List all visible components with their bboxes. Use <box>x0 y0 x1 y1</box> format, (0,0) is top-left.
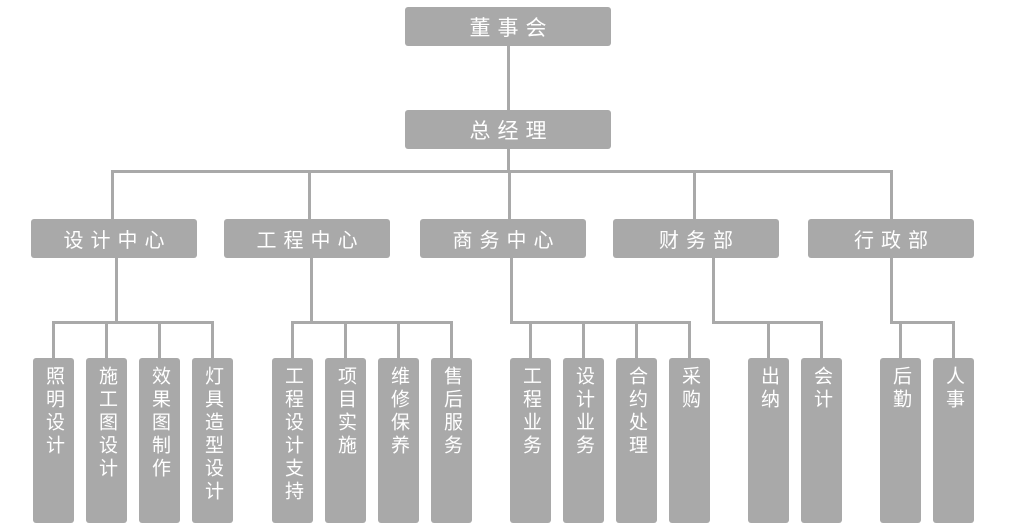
connector-root-gm <box>506 46 510 110</box>
connector-drop-admin-dept <box>889 170 893 219</box>
node-engineering-center: 工程中心 <box>224 219 390 258</box>
connector-drop-business-center <box>507 170 511 219</box>
node-project-implementation: 项目实施 <box>325 358 366 523</box>
connector-drop-child <box>688 321 691 358</box>
node-procurement: 采购 <box>669 358 710 523</box>
connector-rail-admin-children <box>889 321 955 324</box>
node-board-of-directors: 董事会 <box>405 7 611 46</box>
connector-gm-rail <box>506 149 510 170</box>
connector-drop-child <box>105 321 108 358</box>
connector-drop-child <box>344 321 347 358</box>
connector-drop-child <box>952 321 955 358</box>
connector-drop-child <box>582 321 585 358</box>
connector-drop-child <box>450 321 453 358</box>
node-construction-drawing-design: 施工图设计 <box>86 358 127 523</box>
connector-drop-child <box>291 321 294 358</box>
connector-drop-child <box>211 321 214 358</box>
connector-rail-business-children <box>509 321 691 324</box>
connector-engineering-center-rail <box>309 258 313 324</box>
node-admin-dept: 行政部 <box>808 219 974 258</box>
node-finance-dept: 财务部 <box>613 219 779 258</box>
connector-drop-child <box>899 321 902 358</box>
connector-drop-finance-dept <box>692 170 696 219</box>
connector-drop-child <box>767 321 770 358</box>
node-accounting: 会计 <box>801 358 842 523</box>
connector-drop-child <box>397 321 400 358</box>
node-engineering-business: 工程业务 <box>510 358 551 523</box>
node-logistics: 后勤 <box>880 358 921 523</box>
node-cashier: 出纳 <box>748 358 789 523</box>
node-engineering-design-support: 工程设计支持 <box>272 358 313 523</box>
node-lamp-styling-design: 灯具造型设计 <box>192 358 233 523</box>
connector-drop-design-center <box>111 170 114 219</box>
connector-drop-child <box>820 321 823 358</box>
node-contract-processing: 合约处理 <box>616 358 657 523</box>
node-after-sales-service: 售后服务 <box>431 358 472 523</box>
node-business-center: 商务中心 <box>420 219 586 258</box>
connector-finance-dept-rail <box>711 258 715 324</box>
node-personnel: 人事 <box>933 358 974 523</box>
connector-rail-design-children <box>52 321 214 324</box>
connector-admin-dept-rail <box>889 258 893 324</box>
connector-rail-engineering-children <box>291 321 453 324</box>
node-maintenance: 维修保养 <box>378 358 419 523</box>
connector-drop-child <box>158 321 161 358</box>
node-design-business: 设计业务 <box>563 358 604 523</box>
connector-drop-engineering-center <box>307 170 311 219</box>
connector-rail-level2 <box>111 170 893 173</box>
connector-drop-child <box>635 321 638 358</box>
connector-drop-child <box>52 321 55 358</box>
node-design-center: 设计中心 <box>31 219 197 258</box>
node-lighting-design: 照明设计 <box>33 358 74 523</box>
node-rendering-production: 效果图制作 <box>139 358 180 523</box>
connector-business-center-rail <box>509 258 513 324</box>
node-general-manager: 总经理 <box>405 110 611 149</box>
connector-drop-child <box>529 321 532 358</box>
connector-design-center-rail <box>114 258 118 324</box>
